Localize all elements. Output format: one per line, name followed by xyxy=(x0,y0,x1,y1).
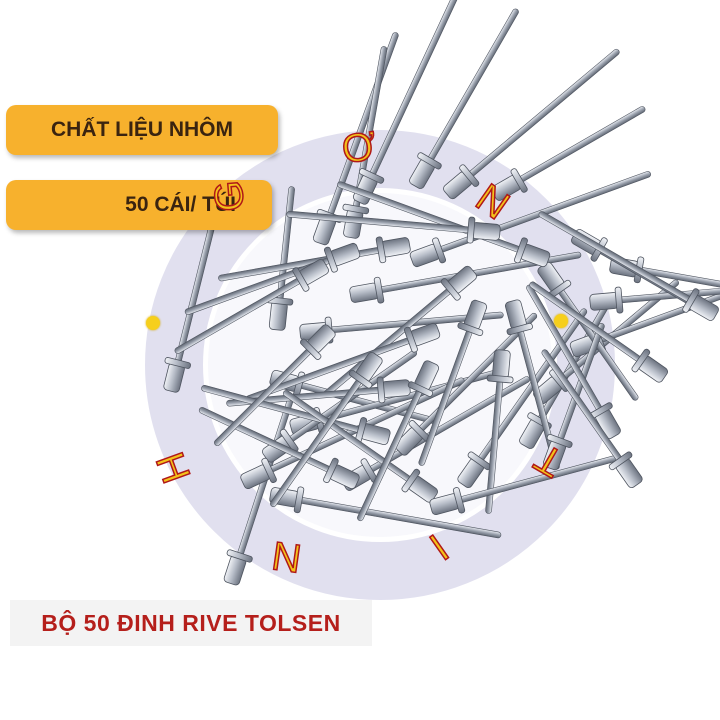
rivet xyxy=(214,324,336,446)
rivet xyxy=(418,299,488,466)
rivet xyxy=(443,48,620,200)
material-badge: CHẤT LIỆU NHÔM xyxy=(6,105,278,155)
rivet xyxy=(174,259,329,354)
rivet xyxy=(409,8,519,189)
product-title: BỘ 50 ĐINH RIVE TOLSEN xyxy=(41,609,341,636)
rivet xyxy=(505,299,560,470)
rivet xyxy=(542,322,605,471)
rivet xyxy=(526,284,621,439)
watermark-letter-n-bottom: N xyxy=(268,533,304,582)
rivet xyxy=(485,349,514,514)
rivet xyxy=(538,211,719,321)
rivet xyxy=(269,486,502,539)
rivet xyxy=(283,390,438,503)
rivet xyxy=(352,0,465,205)
quantity-badge: 50 CÁI/ TÚI xyxy=(6,180,272,230)
material-label: CHẤT LIỆU NHÔM xyxy=(51,118,233,141)
watermark-dot-left xyxy=(146,316,160,330)
rivet xyxy=(491,106,646,201)
quantity-label: 50 CÁI/ TÚI xyxy=(125,193,236,216)
rivet xyxy=(357,360,440,522)
rivet xyxy=(270,352,383,507)
rivet xyxy=(323,265,477,397)
rivet xyxy=(529,281,668,383)
rivet xyxy=(349,251,582,304)
product-title-banner: BỘ 50 ĐINH RIVE TOLSEN xyxy=(10,600,372,646)
rivet xyxy=(286,210,501,244)
rivet xyxy=(541,349,643,488)
watermark-letter-o: Ơ xyxy=(338,123,380,173)
watermark-dot-right xyxy=(554,314,568,328)
watermark-letter-g: G xyxy=(206,178,254,214)
rivet xyxy=(429,455,619,515)
